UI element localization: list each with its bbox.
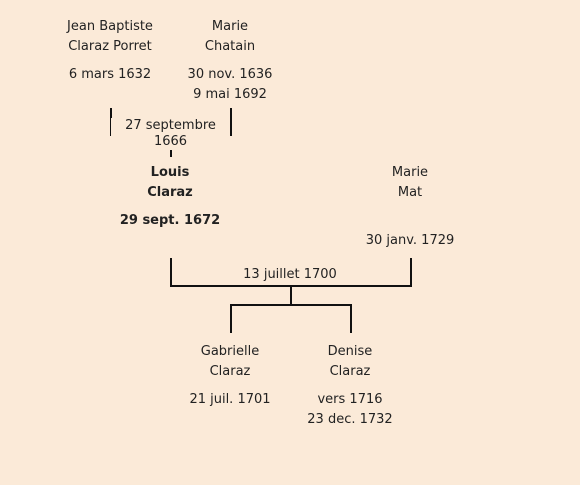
- person-marie-mat: Marie Mat 30 janv. 1729: [330, 163, 490, 251]
- connector-line: [410, 258, 412, 287]
- sibling-line: [230, 304, 352, 306]
- connector-line: [170, 258, 172, 287]
- person-louis-claraz: Louis Claraz 29 sept. 1672: [90, 163, 250, 231]
- marriage-date-parents: 27 septembre 1666: [111, 118, 230, 150]
- person-denise-claraz: Denise Claraz vers 1716 23 dec. 1732: [270, 342, 430, 430]
- person-given-name: Denise: [327, 344, 373, 359]
- person-birth-date: 21 juil. 1701: [189, 392, 271, 407]
- person-birth-date: vers 1716: [317, 392, 383, 407]
- person-surname: Claraz Porret: [68, 39, 152, 54]
- person-surname: Claraz: [329, 364, 371, 379]
- person-surname: Claraz: [209, 364, 251, 379]
- child-line: [230, 304, 232, 333]
- person-birth-date: 6 mars 1632: [68, 67, 152, 82]
- person-given-name: Marie: [211, 19, 249, 34]
- person-birth-date: 29 sept. 1672: [119, 213, 221, 228]
- person-surname: Claraz: [147, 185, 193, 200]
- person-given-name: Marie: [391, 165, 429, 180]
- marriage-date-louis-marie: 13 juillet 1700: [230, 267, 350, 283]
- person-given-name: Jean Baptiste: [67, 19, 153, 34]
- descent-line: [290, 287, 292, 305]
- person-death-date: 9 mai 1692: [193, 87, 267, 102]
- connector-line: [230, 108, 232, 136]
- person-given-name: Gabrielle: [200, 344, 260, 359]
- person-jean-baptiste-claraz-porret: Jean Baptiste Claraz Porret 6 mars 1632: [30, 17, 190, 85]
- child-line: [350, 304, 352, 333]
- person-death-date: 30 janv. 1729: [365, 233, 455, 248]
- marriage-line: [170, 285, 412, 287]
- person-surname: Mat: [397, 185, 423, 200]
- person-birth-date: 30 nov. 1636: [187, 67, 273, 82]
- person-marie-chatain: Marie Chatain 30 nov. 1636 9 mai 1692: [150, 17, 310, 105]
- person-given-name: Louis: [150, 165, 190, 180]
- person-gabrielle-claraz: Gabrielle Claraz 21 juil. 1701: [150, 342, 310, 410]
- person-death-date: 23 dec. 1732: [307, 412, 393, 427]
- person-surname: Chatain: [204, 39, 256, 54]
